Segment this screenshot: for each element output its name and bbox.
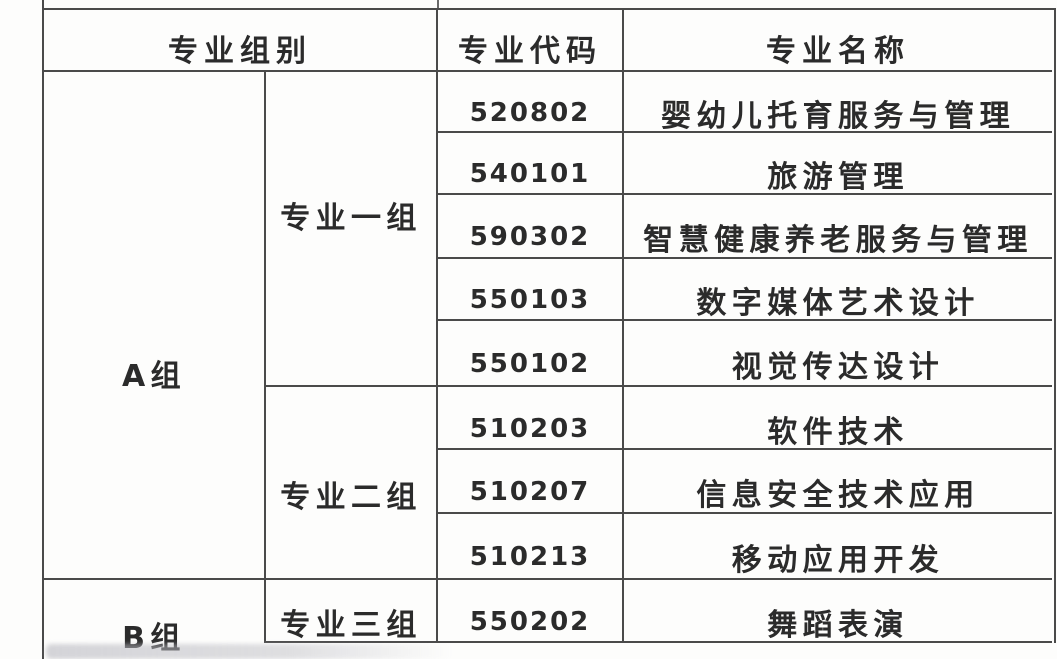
major-code: 550102 [438,321,624,387]
major-name: 婴幼儿托育服务与管理 [624,72,1052,134]
group-a-cell: A组 [44,72,266,580]
major-name: 软件技术 [624,387,1052,450]
major-name: 旅游管理 [624,133,1052,195]
major-name: 信息安全技术应用 [624,450,1052,514]
major-name: 移动应用开发 [624,514,1052,580]
major-code: 590302 [438,195,624,259]
major-name: 舞蹈表演 [624,580,1052,643]
subgroup-3-cell: 专业三组 [266,580,438,643]
major-code: 540101 [438,133,624,195]
subgroup-1-cell: 专业一组 [266,72,438,387]
major-code: 510203 [438,387,624,450]
subgroup-2-cell: 专业二组 [266,387,438,580]
column-divider-tick [437,0,439,10]
header-major-code: 专业代码 [438,10,624,72]
header-major-name: 专业名称 [624,10,1052,72]
major-code: 520802 [438,72,624,133]
major-code: 510207 [438,450,624,514]
table-left-border [42,0,44,659]
header-group-category: 专业组别 [44,10,438,72]
photo-edge-shadow [46,644,451,659]
major-name: 视觉传达设计 [624,321,1052,387]
major-code: 510213 [438,514,624,580]
majors-table: 专业组别 专业代码 专业名称 A组 专业一组 专业二组 B组 专业三组 5208… [44,8,1056,656]
major-code: 550103 [438,259,624,321]
major-name: 智慧健康养老服务与管理 [624,195,1052,259]
major-name: 数字媒体艺术设计 [624,259,1052,321]
group-b-cell: B组 [44,580,266,656]
major-code: 550202 [438,580,624,643]
